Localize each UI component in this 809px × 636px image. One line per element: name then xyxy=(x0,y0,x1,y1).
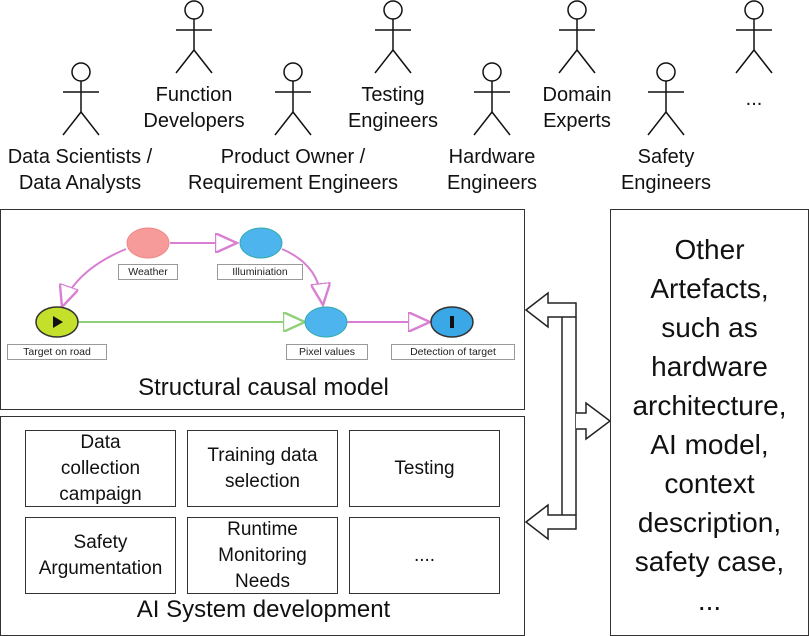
vertical-connector xyxy=(561,317,577,515)
other-artefacts-text: Other Artefacts, such as hardware archit… xyxy=(632,234,787,616)
scm-title: Structural causal model xyxy=(138,374,389,401)
actor-product-owner-icon xyxy=(273,62,313,136)
label-safety-engineers: Safety Engineers xyxy=(620,146,712,194)
arrow-to-artefacts-icon xyxy=(576,401,612,441)
box-more: .... xyxy=(349,517,500,594)
arrow-to-scm-icon xyxy=(524,291,577,329)
box-testing: Testing xyxy=(349,430,500,507)
label-more-stakeholders: ... xyxy=(745,88,763,110)
actor-domain-experts-icon xyxy=(557,0,597,74)
node-weather xyxy=(126,227,170,259)
label-hardware-engineers: Hardware Engineers xyxy=(446,146,538,194)
label-domain-experts: Domain Experts xyxy=(542,84,612,132)
scm-panel: Weather Illuminiation Target on road Pix… xyxy=(0,209,525,410)
ai-dev-title: AI System development xyxy=(136,596,391,623)
box-data-collection: Data collection campaign xyxy=(25,430,176,507)
label-testing-engineers: Testing Engineers xyxy=(347,84,439,132)
actor-hardware-engineers-icon xyxy=(472,62,512,136)
node-illumination-label: Illuminiation xyxy=(217,264,303,280)
label-function-developers: Function Developers xyxy=(143,84,245,132)
other-artefacts-panel: Other Artefacts, such as hardware archit… xyxy=(610,209,809,636)
node-pixel-label: Pixel values xyxy=(286,344,368,360)
scm-graph xyxy=(35,227,474,338)
edge-weather-target xyxy=(62,248,127,307)
arrow-to-ai-dev-icon xyxy=(524,503,577,541)
play-icon xyxy=(53,316,63,328)
box-safety-argumentation: Safety Argumentation xyxy=(25,517,176,594)
actor-testing-engineers-icon xyxy=(373,0,413,74)
actor-data-scientists-icon xyxy=(61,62,101,136)
actor-safety-engineers-icon xyxy=(646,62,686,136)
node-pixel xyxy=(304,306,348,338)
node-detection-label: Detection of target xyxy=(391,344,515,360)
node-illumination xyxy=(239,227,283,259)
node-target-label: Target on road xyxy=(7,344,107,360)
ai-dev-panel: Data collection campaign Training data s… xyxy=(0,416,525,636)
box-training-data: Training data selection xyxy=(187,430,338,507)
stop-icon xyxy=(450,316,454,328)
edge-illumination-pixel xyxy=(281,248,323,305)
label-product-owner: Product Owner / Requirement Engineers xyxy=(187,146,399,194)
actor-function-developers-icon xyxy=(174,0,214,74)
actor-more-icon xyxy=(734,0,774,74)
node-weather-label: Weather xyxy=(118,264,178,280)
box-runtime-monitoring: Runtime Monitoring Needs xyxy=(187,517,338,594)
label-data-scientists: Data Scientists / Data Analysts xyxy=(7,146,153,194)
connector-arrows xyxy=(524,291,612,541)
